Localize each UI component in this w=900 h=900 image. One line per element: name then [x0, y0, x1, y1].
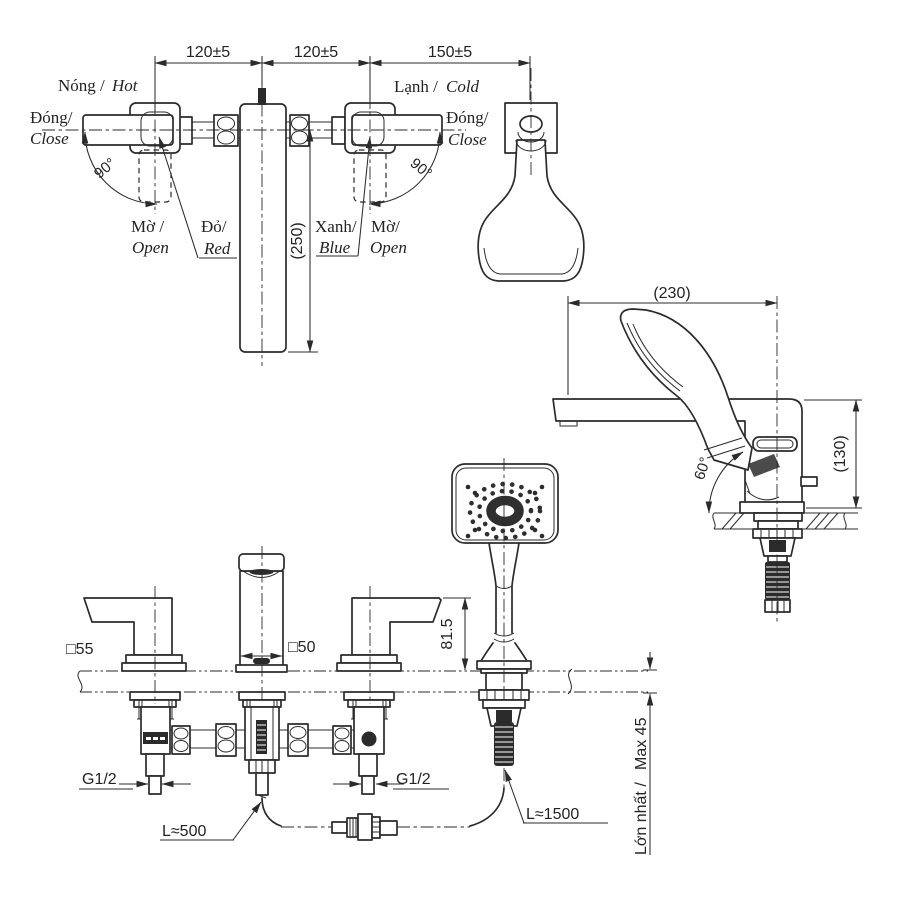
deck-max-vi-label: Lớn nhất /	[633, 782, 650, 855]
hose-500-label: L≈500	[162, 823, 206, 840]
angle-60-label: 60°	[691, 455, 714, 482]
label-cold-en: Cold	[446, 77, 480, 96]
spout-front	[235, 553, 288, 799]
g12-right-label: G1/2	[396, 771, 431, 788]
hose-assembly	[261, 768, 505, 841]
spout-body-plan	[239, 88, 287, 353]
dimension-chain: 120±5 120±5 150±5	[154, 44, 531, 112]
hand-shower-side	[619, 308, 780, 501]
dim-sq55-label: □55	[66, 641, 94, 658]
label-blue-en: Blue	[319, 238, 351, 257]
label-blue-vi: Xanh/	[315, 217, 357, 236]
dim-deck-max45: Lớn nhất / Max 45	[633, 652, 657, 855]
hand-shower-front	[451, 463, 559, 766]
label-hot-vi: Nóng /	[58, 76, 105, 95]
dim-hose-500: L≈500	[160, 801, 262, 841]
label-close-left-en: Close	[30, 129, 69, 148]
dim-g12-right: G1/2	[333, 771, 449, 790]
union-nuts-plan	[178, 114, 346, 147]
label-open-right-en: Open	[370, 238, 407, 257]
hose-1500-label: L≈1500	[526, 806, 579, 823]
g12-left-label: G1/2	[82, 771, 117, 788]
dim-spout-reach: (250)	[288, 129, 318, 353]
angle-90-left: 90°	[91, 155, 119, 183]
red-leader-line	[158, 136, 199, 259]
label-open-left-en: Open	[132, 238, 169, 257]
dim-230-label: (230)	[653, 285, 690, 302]
dim-130: (130)	[804, 399, 862, 509]
dim-815-label: 81.5	[439, 618, 456, 649]
label-close-right-vi: Đóng/	[446, 108, 489, 127]
dim-130-label: (130)	[832, 435, 849, 472]
deck-max-en-label: Max 45	[633, 717, 650, 770]
front-view: 81.5 □50 □55 G1/2 G1/2 L≈500 L≈1500	[66, 458, 657, 855]
dim-120-mid: 120±5	[294, 44, 338, 61]
union-nuts-front	[171, 723, 352, 757]
label-red-en: Red	[203, 239, 231, 258]
side-view: 60° (230) (130)	[552, 285, 862, 624]
dim-hose-1500: L≈1500	[504, 769, 608, 824]
hand-shower-plan	[477, 102, 585, 282]
label-close-right-en: Close	[448, 130, 487, 149]
right-valve-front	[336, 597, 442, 795]
dim-250-label: (250)	[289, 222, 306, 259]
deck-front	[77, 668, 648, 695]
dim-g12-left: G1/2	[79, 771, 191, 790]
dim-sq50-label: □50	[288, 639, 316, 656]
shower-holder-side	[739, 436, 818, 613]
label-open-right-vi: Mờ/	[371, 217, 400, 236]
label-open-left-vi: Mờ /	[131, 217, 164, 236]
angle-60-arc	[705, 451, 744, 514]
label-hot-en: Hot	[111, 76, 139, 95]
left-valve-front	[83, 597, 187, 795]
label-close-left-vi: Đóng/	[30, 108, 73, 127]
right-handle-plan	[344, 102, 444, 208]
label-cold-vi: Lạnh /	[394, 77, 438, 96]
dim-81-5: 81.5	[439, 597, 471, 671]
dim-230: (230)	[567, 285, 778, 395]
left-handle-plan	[81, 102, 181, 208]
dim-150-right: 150±5	[428, 44, 472, 61]
blue-leader-line	[357, 136, 373, 257]
plan-view: 120±5 120±5 150±5 (250) Nóng / Hot Lạnh …	[30, 44, 585, 366]
dim-120-left: 120±5	[186, 44, 230, 61]
angle-90-right: 90°	[407, 155, 435, 183]
dim-square-50: □50	[240, 639, 316, 660]
label-red-vi: Đỏ/	[201, 217, 227, 236]
